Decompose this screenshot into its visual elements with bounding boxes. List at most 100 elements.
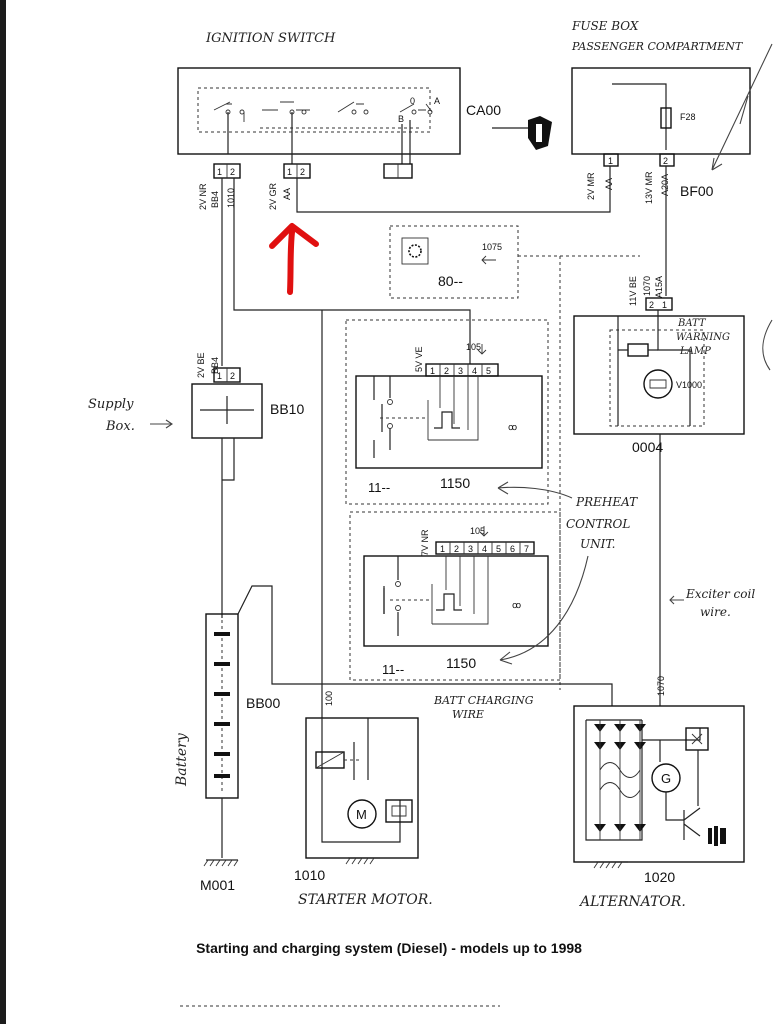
motor-symbol-letter: M <box>356 807 367 822</box>
preheat-note-2: CONTROL <box>566 517 630 531</box>
preheat-upper-ref: 11-- <box>368 480 390 495</box>
fuse-code: F28 <box>680 112 696 122</box>
fuse-box-note: FUSE BOX <box>571 19 639 33</box>
preheat-note-3: UNIT. <box>580 537 615 551</box>
pl-pin-4: 4 <box>482 544 487 554</box>
batt-warning-note-3: LAMP <box>679 346 711 357</box>
wire-code-aa: AA <box>282 188 292 200</box>
lamp-pin-1: 1 <box>662 300 667 310</box>
scan-edge <box>0 0 6 1024</box>
red-annotation-arrow <box>269 223 319 295</box>
warning-lamp-code: V1000 <box>676 380 702 390</box>
batt-warning-note-2: WARNING <box>676 332 730 343</box>
preheat-pointer-upper <box>497 481 573 499</box>
wire-code-a20a: A20A <box>660 174 670 196</box>
wire-num-1070-alt: 1070 <box>656 676 666 696</box>
exciter-note-1: Exciter coil <box>685 587 755 601</box>
wire-label-2v-mr: 2V MR <box>586 172 596 200</box>
supply-box-code: BB10 <box>270 401 304 417</box>
pu-pin-3: 3 <box>458 366 463 376</box>
pu-pin-1: 1 <box>430 366 435 376</box>
wire-num-100: 100 <box>324 691 334 706</box>
ground-symbol <box>203 859 239 867</box>
wire-label-2v-nr: 2V NR <box>198 183 208 210</box>
wire-label-11v-be: 11V BE <box>628 276 638 306</box>
ignition-switch-note: IGNITION SWITCH <box>205 31 336 46</box>
pl-pin-6: 6 <box>510 544 515 554</box>
preheat-pointer-lower <box>499 555 589 665</box>
passenger-compartment-note: PASSENGER COMPARTMENT <box>571 40 744 53</box>
preheat-lower-code: 1150 <box>446 655 476 671</box>
wire-code-a15a: A15A <box>654 276 664 298</box>
preheat-upper-wire-105: 105 <box>466 342 481 352</box>
wire-label-7v-nr: 7V NR <box>420 529 430 556</box>
preheat-feed-wire <box>233 178 471 364</box>
relay-wire-1075: 1075 <box>482 242 502 252</box>
alternator-note: ALTERNATOR. <box>578 894 686 910</box>
glow-plug-icon-lower: ꝏ <box>512 600 521 610</box>
lamp-box-code: 0004 <box>632 439 663 455</box>
preheat-upper-code: 1150 <box>440 475 470 491</box>
supply-box: 1 2 <box>191 367 263 618</box>
pl-pin-1: 1 <box>440 544 445 554</box>
alternator: G <box>573 705 745 869</box>
pl-pin-7: 7 <box>524 544 529 554</box>
ignition-key-icon <box>492 116 552 150</box>
switch-pin-a: A <box>434 96 440 106</box>
lamp-pin-2: 2 <box>649 300 654 310</box>
wire-num-1070: 1070 <box>642 276 652 296</box>
fuse-box-pointer <box>711 43 773 171</box>
supply-box-pointer <box>150 419 173 429</box>
pu-pin-5: 5 <box>486 366 491 376</box>
ignition-code: CA00 <box>466 102 501 118</box>
preheat-lower-ref: 11-- <box>382 662 404 677</box>
pl-pin-2: 2 <box>454 544 459 554</box>
batt-warning-note-1: BATT <box>677 318 707 329</box>
exciter-note-2: wire. <box>700 605 731 619</box>
glow-plug-icon-upper: ꝏ <box>508 422 517 432</box>
wire-label-13v-mr: 13V MR <box>644 171 654 204</box>
batt-charging-note-1: BATT CHARGING <box>433 694 534 707</box>
starter-motor-note: STARTER MOTOR. <box>298 892 433 908</box>
wire-code-bb4-2: BB4 <box>210 357 220 374</box>
supply-pin-2: 2 <box>230 371 235 381</box>
preheat-note-1: PREHEAT <box>575 495 638 509</box>
wire-code-bb4: BB4 <box>210 191 220 208</box>
fuse-box: F28 1 2 <box>571 67 751 167</box>
fuse-box-pointer-2 <box>739 95 749 125</box>
fuse-pin-2: 2 <box>663 156 668 166</box>
connector-pin-1b: 1 <box>287 167 292 177</box>
fuse-pin-1: 1 <box>608 156 613 166</box>
fusebox-code: BF00 <box>680 183 714 199</box>
wire-label-5v-ve: 5V VE <box>414 346 424 372</box>
diagram-caption: Starting and charging system (Diesel) - … <box>196 940 582 956</box>
batt-charging-note-2: WIRE <box>452 708 484 721</box>
ground-code: M001 <box>200 877 235 893</box>
wire-label-2v-be: 2V BE <box>196 352 206 378</box>
wire-num-1010: 1010 <box>226 188 236 208</box>
starter-motor: M <box>305 717 419 865</box>
pl-pin-3: 3 <box>468 544 473 554</box>
ignition-to-fuse-wire <box>296 166 611 213</box>
switch-pin-b: B <box>398 114 404 124</box>
alternator-code: 1020 <box>644 869 675 885</box>
preheat-lower-wire-105: 105 <box>470 526 485 536</box>
battery-code: BB00 <box>246 695 280 711</box>
connector-pin-2b: 2 <box>300 167 305 177</box>
exciter-pointer <box>669 595 684 605</box>
supply-box-note-1: Supply <box>88 397 134 412</box>
supply-box-note-2: Box. <box>105 419 135 434</box>
pu-pin-2: 2 <box>444 366 449 376</box>
warning-lamp-box: 2 1 V1000 <box>573 297 745 435</box>
battery <box>205 585 613 858</box>
ignition-switch: B 0 A 1 2 1 2 <box>177 67 461 179</box>
pu-pin-4: 4 <box>472 366 477 376</box>
starter-code: 1010 <box>294 867 325 883</box>
connector-pin-1: 1 <box>217 167 222 177</box>
battery-note: Battery <box>174 732 190 787</box>
wire-code-aa-2: AA <box>604 178 614 190</box>
connector-pin-2: 2 <box>230 167 235 177</box>
supply-pin-1: 1 <box>217 371 222 381</box>
relay-unit: 1075 <box>389 225 640 299</box>
